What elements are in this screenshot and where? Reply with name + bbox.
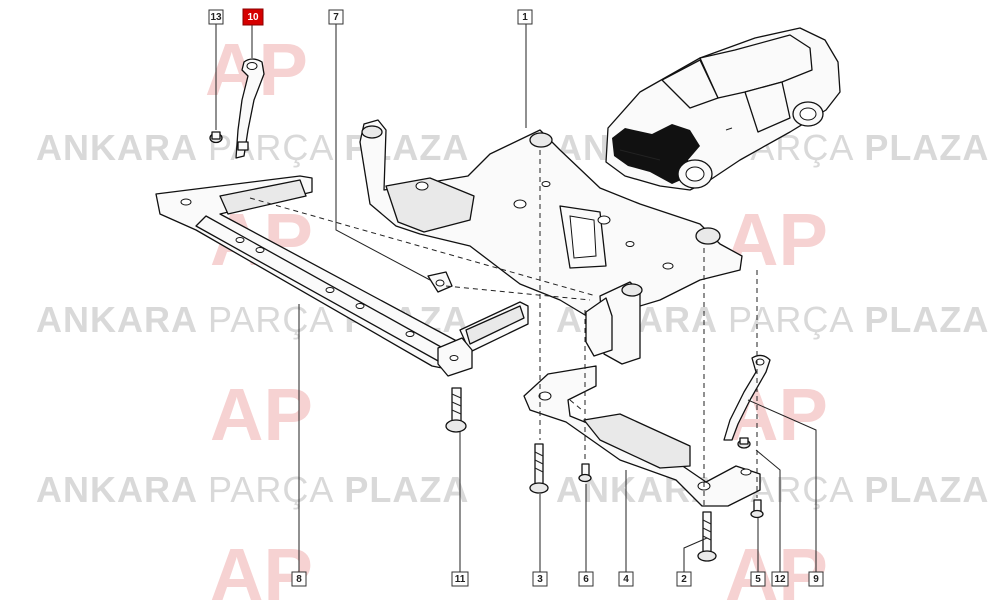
callout-box <box>328 9 344 25</box>
callout-label: 11 <box>455 574 466 585</box>
callout-9: 9 <box>808 571 824 587</box>
callout-3: 3 <box>532 571 548 587</box>
watermark-logo: AP <box>210 373 313 456</box>
callout-box <box>771 571 789 587</box>
callout-box <box>517 9 533 25</box>
callout-tags: 13 10 7 1 8 11 3 6 4 2 5 12 9 <box>208 8 824 587</box>
assembly-lines <box>249 150 758 508</box>
watermark-logo: AP <box>725 198 828 281</box>
callout-4: 4 <box>618 571 634 587</box>
callout-7: 7 <box>328 9 344 25</box>
part-3-bolt <box>529 443 549 494</box>
callout-box <box>618 571 634 587</box>
part-6-bolt <box>578 463 592 483</box>
callout-12: 12 <box>771 571 789 587</box>
callout-box <box>532 571 548 587</box>
part-12-bolt <box>737 437 751 449</box>
part-4-lower-plate <box>523 365 761 507</box>
part-1-subframe <box>359 119 743 365</box>
callout-box <box>676 571 692 587</box>
callout-2: 2 <box>676 571 692 587</box>
part-2-bolt <box>697 511 717 562</box>
callout-8: 8 <box>291 571 307 587</box>
callout-box <box>451 571 469 587</box>
callout-11: 11 <box>451 571 469 587</box>
callout-label: 13 <box>210 12 222 23</box>
callout-13: 13 <box>208 9 224 25</box>
callout-label: 5 <box>755 574 761 585</box>
part-11-bolt <box>445 387 467 433</box>
callout-label: 3 <box>537 574 543 585</box>
callout-6: 6 <box>578 571 594 587</box>
callout-label: 6 <box>583 574 589 585</box>
callout-10: 10 <box>242 8 264 26</box>
leader-lines <box>215 24 817 572</box>
callout-box <box>208 9 224 25</box>
part-8-cross-beam <box>155 175 529 377</box>
callout-label: 7 <box>333 12 339 23</box>
callout-label: 4 <box>623 574 629 585</box>
callout-box <box>291 571 307 587</box>
watermark-logo: AP <box>725 533 828 600</box>
callout-box <box>750 571 766 587</box>
callout-label: 9 <box>813 574 819 585</box>
callout-box <box>808 571 824 587</box>
watermark-logo: AP <box>210 533 313 600</box>
part-10-bracket <box>235 58 265 159</box>
callout-5: 5 <box>750 571 766 587</box>
part-13-bolt <box>209 131 223 144</box>
part-5-bolt <box>750 499 764 519</box>
callout-box <box>578 571 594 587</box>
part-7-clip <box>427 271 453 293</box>
callout-label: 10 <box>247 12 259 23</box>
callout-label: 8 <box>296 574 302 585</box>
callout-label: 12 <box>774 574 786 585</box>
callout-label: 1 <box>522 12 528 23</box>
callout-1: 1 <box>517 9 533 25</box>
car-illustration <box>605 27 841 191</box>
callout-box <box>242 8 264 26</box>
callout-label: 2 <box>681 574 687 585</box>
